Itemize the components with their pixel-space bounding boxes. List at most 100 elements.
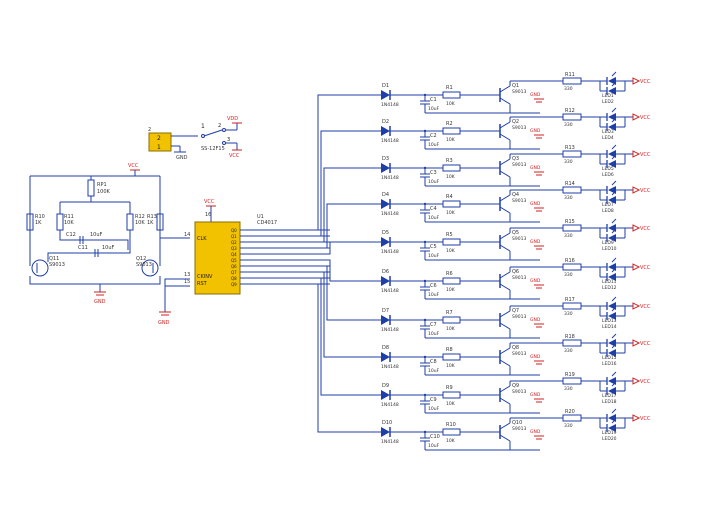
channel-7: D71N4148C710uFR710KQ7S9013GNDR17330LED13… xyxy=(240,265,651,339)
led-symbol xyxy=(608,113,616,121)
light-arrow xyxy=(611,343,617,349)
capacitor-ref: C9 xyxy=(430,397,437,403)
diode-type: 1N4148 xyxy=(381,175,399,181)
r13-ref: R13 xyxy=(147,214,157,220)
led-symbol xyxy=(608,339,616,347)
light-arrow xyxy=(611,267,617,273)
led-ref: LED5 xyxy=(602,166,614,172)
light-arrow xyxy=(611,257,617,263)
light-arrow xyxy=(611,228,617,234)
transistor-type: S9013 xyxy=(512,125,526,131)
capacitor-ref: C3 xyxy=(430,170,437,176)
vcc-label: VCC xyxy=(640,265,651,271)
vcc-label: VCC xyxy=(640,79,651,85)
channel-10: D101N4148C1010uFR1010KQ10S9013GNDR20330L… xyxy=(240,283,651,451)
light-arrow xyxy=(611,154,617,160)
led-ref: LED13 xyxy=(602,318,617,324)
led-resistor-ref: R19 xyxy=(565,372,575,378)
gnd-label: GND xyxy=(530,128,541,134)
led-ref: LED15 xyxy=(602,355,617,361)
diode-symbol xyxy=(381,199,390,209)
led-symbol xyxy=(608,160,616,168)
transistor-ref: Q3 xyxy=(512,156,519,162)
channel-5: D51N4148C510uFR510KQ5S9013GNDR15330LED9L… xyxy=(240,218,651,261)
transistor-collector xyxy=(499,121,511,129)
resistor-ref: R9 xyxy=(446,385,453,391)
light-arrow xyxy=(611,190,617,196)
resistor-ref: R8 xyxy=(446,347,453,353)
led-ref: LED20 xyxy=(602,436,617,442)
channel-6: D61N4148C610uFR610KQ6S9013GNDR16330LED11… xyxy=(240,257,651,300)
transistor-ref: Q6 xyxy=(512,269,519,275)
transistor-emitter xyxy=(499,170,511,178)
capacitor-value: 10uF xyxy=(428,331,440,337)
vcc-arrow xyxy=(632,186,641,194)
ic-part: CD4017 xyxy=(257,220,277,226)
transistor-type: S9013 xyxy=(512,89,526,95)
capacitor-value: 10uF xyxy=(428,292,440,298)
transistor-type: S9013 xyxy=(512,314,526,320)
led-ref: LED8 xyxy=(602,208,614,214)
transistor-type: S9013 xyxy=(512,351,526,357)
led-resistor-ref: R20 xyxy=(565,409,575,415)
light-arrow xyxy=(611,107,617,113)
led-ref: LED19 xyxy=(602,430,617,436)
ic-body xyxy=(194,221,241,295)
transistor-ref: Q1 xyxy=(512,83,519,89)
capacitor-value: 10uF xyxy=(428,142,440,148)
bus-wire xyxy=(240,271,340,358)
light-arrow xyxy=(611,81,617,87)
resistor-ref: R3 xyxy=(446,158,453,164)
ic-output-label: Q1 xyxy=(231,234,237,239)
ic-output-label: Q5 xyxy=(231,258,237,263)
resistor-ref: R6 xyxy=(446,271,453,277)
light-arrow xyxy=(611,218,617,224)
transistor-collector xyxy=(499,194,511,202)
q12-type: S9013 xyxy=(136,262,152,268)
transistor-ref: Q2 xyxy=(512,119,519,125)
resistor-value: 10K xyxy=(446,287,456,293)
led-resistor-value: 330 xyxy=(564,423,573,429)
transistor-ref: Q4 xyxy=(512,192,519,198)
vdd-label: VDD xyxy=(227,116,238,122)
led-driver-channels: D11N4148C110uFR110KQ1S9013GNDR11330LED1L… xyxy=(240,71,651,451)
led-symbol xyxy=(608,196,616,204)
resistor-ref: R2 xyxy=(446,121,453,127)
gnd-label: GND xyxy=(530,392,541,398)
capacitor-value: 10uF xyxy=(428,179,440,185)
c12-ref: C12 xyxy=(66,232,76,238)
led-resistor-value: 330 xyxy=(564,195,573,201)
light-arrow xyxy=(611,333,617,339)
ic-clk-pin: CLK xyxy=(197,236,207,242)
led-resistor-ref: R16 xyxy=(565,258,575,264)
bus-wire xyxy=(240,94,340,231)
diode-type: 1N4148 xyxy=(381,211,399,217)
ic-ckinv-pin: CKINV xyxy=(197,274,213,280)
diode-ref: D6 xyxy=(382,269,389,275)
vcc-label: VCC xyxy=(640,226,651,232)
c11-ref: C11 xyxy=(78,245,88,251)
vcc-label: VCC xyxy=(640,152,651,158)
light-arrow xyxy=(611,144,617,150)
led-ref: LED4 xyxy=(602,135,614,141)
led-resistor-value: 330 xyxy=(564,122,573,128)
rp1-ref: RP1 xyxy=(97,182,107,188)
power-connector: 2 1 2 GND xyxy=(148,127,198,161)
vcc-arrow xyxy=(632,113,641,121)
ground-rail xyxy=(29,276,161,285)
gnd-label: GND xyxy=(530,278,541,284)
resistor-r13 xyxy=(156,213,164,231)
led-symbol xyxy=(608,186,616,194)
vcc-label: VCC xyxy=(229,153,240,159)
q11-ref: Q11 xyxy=(49,256,59,262)
wire xyxy=(59,230,129,250)
bus-wire xyxy=(240,130,340,237)
capacitor-value: 10uF xyxy=(428,215,440,221)
resistor-value: 10K xyxy=(446,174,456,180)
led-resistor-value: 330 xyxy=(564,272,573,278)
led-symbol xyxy=(608,312,616,320)
diode-symbol xyxy=(381,390,390,400)
q12-ref: Q12 xyxy=(136,256,146,262)
transistor-collector xyxy=(499,232,511,240)
